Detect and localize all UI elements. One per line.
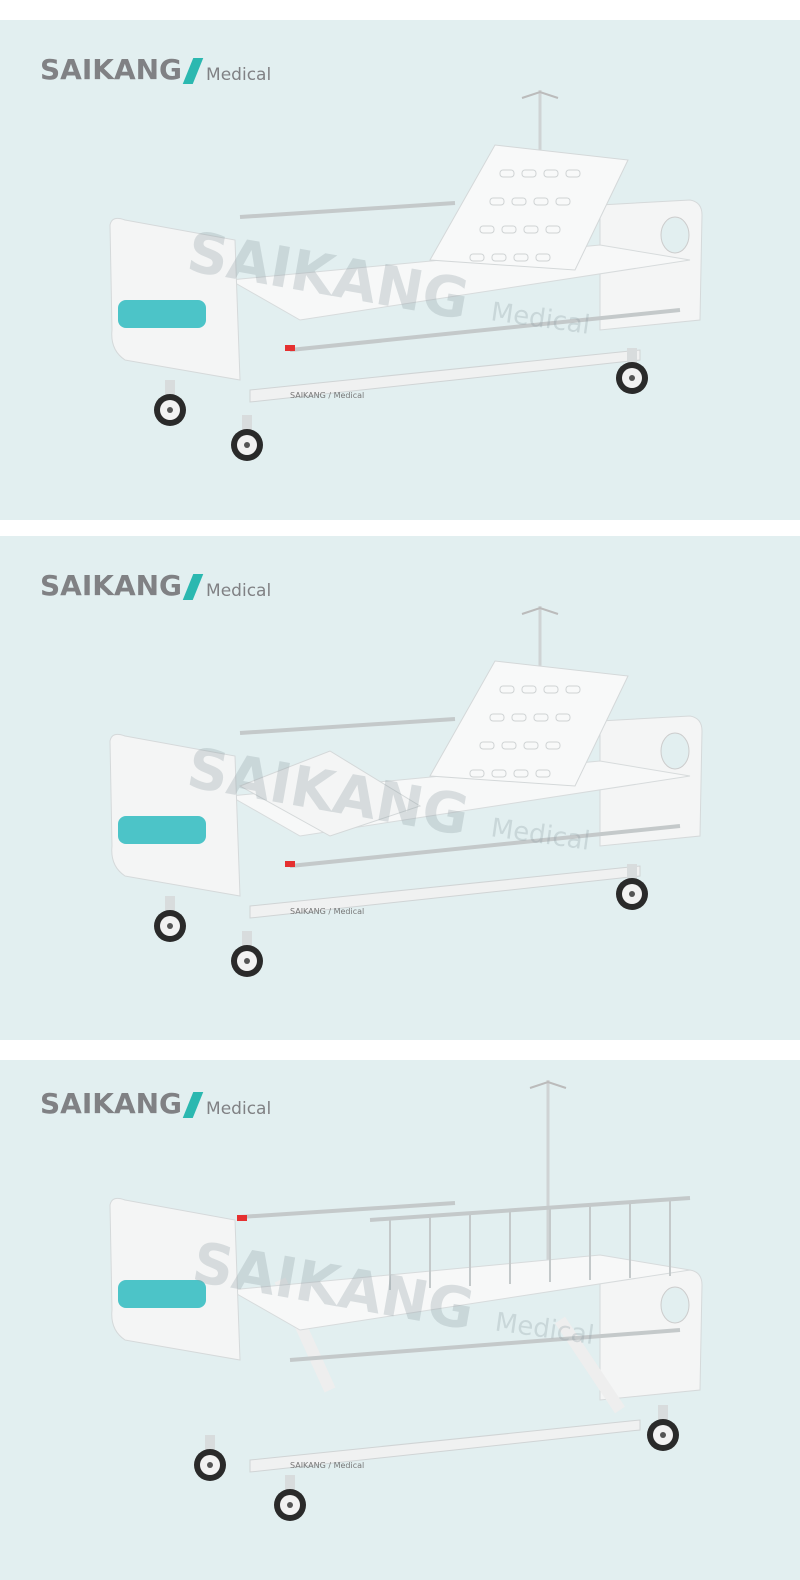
caster-wheel-icon xyxy=(231,931,263,977)
caster-wheel-icon xyxy=(616,864,648,910)
hospital-bed-illustration: SAIKANG / Medical SAIKANG Medical xyxy=(109,90,703,461)
product-image-panel-2: SAIKANG / Medical SAIKANG Medical SAIKAN… xyxy=(0,536,800,1040)
brand-logo: SAIKANG Medical xyxy=(40,1090,271,1118)
brand-logo: SAIKANG Medical xyxy=(40,572,271,600)
caster-wheel-icon xyxy=(154,380,186,426)
caster-wheel-icon xyxy=(274,1475,306,1521)
frame-label: SAIKANG / Medical xyxy=(290,907,364,916)
caster-wheel-icon xyxy=(154,896,186,942)
product-image-panel-1: SAIKANG / Medical SAIKANG Medical SAIKAN… xyxy=(0,20,800,520)
bed-base-frame: SAIKANG / Medical xyxy=(249,865,641,919)
svg-text:Medical: Medical xyxy=(489,297,592,341)
brand-logo: SAIKANG Medical xyxy=(40,56,271,84)
svg-text:Medical: Medical xyxy=(489,813,592,857)
logo-brand: SAIKANG xyxy=(40,1087,183,1120)
headboard-accent-panel xyxy=(118,816,206,844)
headboard-accent-panel xyxy=(118,1280,206,1308)
bed-base-frame: SAIKANG / Medical xyxy=(249,349,641,403)
headboard xyxy=(109,1197,241,1361)
mattress-platform xyxy=(228,1254,691,1331)
logo-sub: Medical xyxy=(206,1099,272,1119)
side-rail xyxy=(239,717,681,868)
frame-label: SAIKANG / Medical xyxy=(290,391,364,400)
hospital-bed-illustration: SAIKANG / Medical SAIKANG Medical xyxy=(109,1080,703,1521)
logo-slash-icon xyxy=(182,574,204,600)
logo-brand: SAIKANG xyxy=(40,569,183,602)
logo-slash-icon xyxy=(182,58,204,84)
caster-wheel-icon xyxy=(616,348,648,394)
caster-wheel-icon xyxy=(231,415,263,461)
frame-label: SAIKANG / Medical xyxy=(290,1461,364,1470)
logo-brand: SAIKANG xyxy=(40,53,183,86)
hospital-bed-illustration: SAIKANG / Medical SAIKANG Medical xyxy=(109,606,703,977)
knee-section xyxy=(238,750,422,837)
logo-sub: Medical xyxy=(206,581,272,601)
logo-slash-icon xyxy=(182,1092,204,1118)
headboard xyxy=(109,217,241,381)
logo-sub: Medical xyxy=(206,65,272,85)
side-rail xyxy=(237,1196,691,1362)
caster-wheel-icon xyxy=(647,1405,679,1451)
product-image-panel-3: SAIKANG / Medical SAIKANG Medical SAIKAN… xyxy=(0,1060,800,1580)
iv-pole xyxy=(529,1080,567,1280)
side-rail xyxy=(239,201,681,352)
headboard xyxy=(109,733,241,897)
caster-wheel-icon xyxy=(194,1435,226,1481)
bed-base-frame: SAIKANG / Medical xyxy=(249,1419,641,1473)
headboard-accent-panel xyxy=(118,300,206,328)
